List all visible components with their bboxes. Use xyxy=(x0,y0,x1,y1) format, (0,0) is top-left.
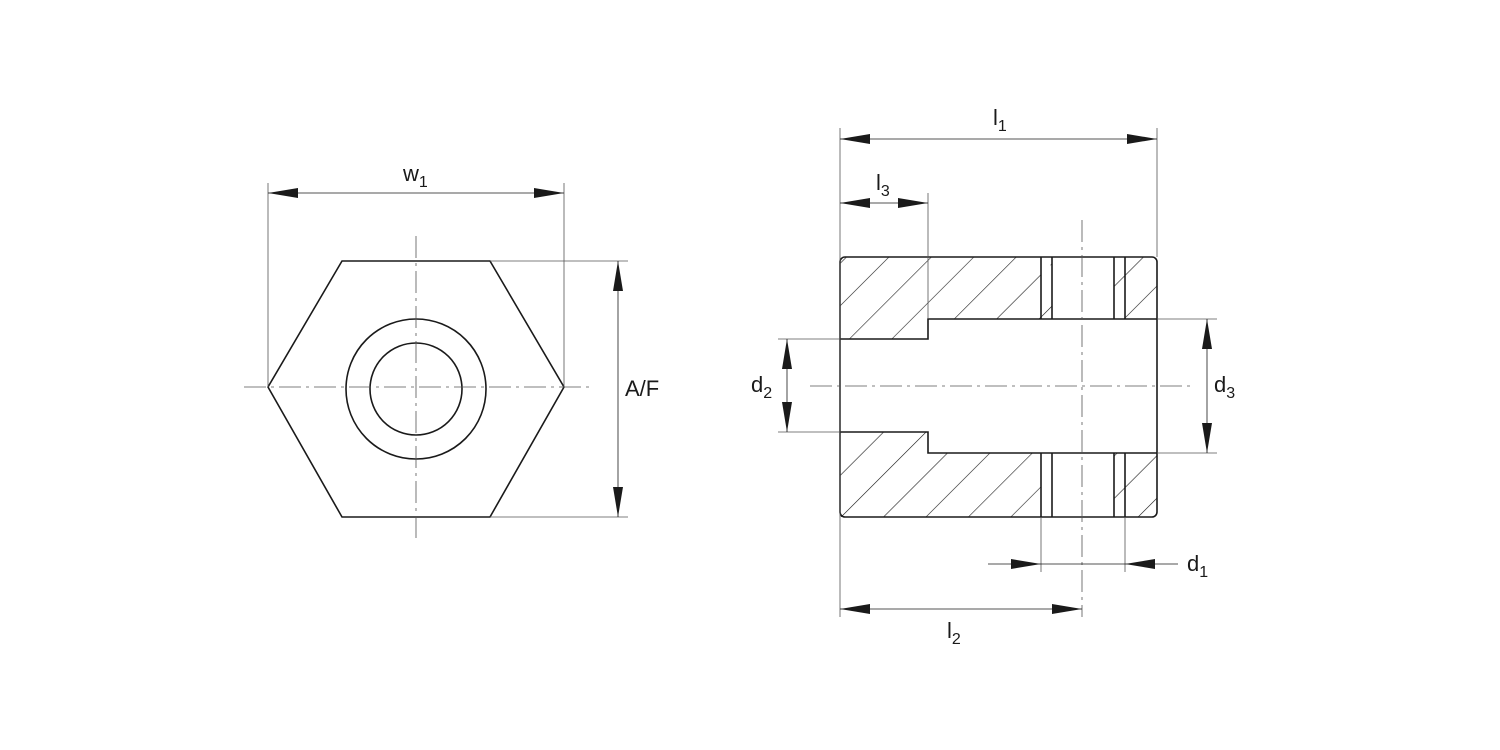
label-sub: 3 xyxy=(880,183,890,200)
label-l2: l2 xyxy=(947,620,961,648)
label-main: d xyxy=(751,372,764,397)
label-main: d xyxy=(1187,551,1200,576)
label-sub: 1 xyxy=(418,174,428,191)
label-main: w xyxy=(403,161,419,186)
label-main: l xyxy=(947,618,952,643)
dimension-af xyxy=(490,260,628,518)
label-w1: w1 xyxy=(403,163,428,191)
label-main: d xyxy=(1214,372,1227,397)
label-l3: l3 xyxy=(876,172,890,200)
label-sub: 2 xyxy=(763,385,773,402)
label-d1: d1 xyxy=(1187,553,1208,581)
hexagon-front-view xyxy=(244,236,590,542)
label-sub: 1 xyxy=(997,118,1007,135)
dimension-w1 xyxy=(267,183,565,387)
label-main: l xyxy=(993,105,998,130)
label-l1: l1 xyxy=(993,107,1007,135)
label-d3: d3 xyxy=(1214,374,1235,402)
label-d2: d2 xyxy=(751,374,772,402)
section-view xyxy=(810,220,1190,617)
label-af: A/F xyxy=(625,376,660,401)
label-sub: 2 xyxy=(951,631,961,648)
label-main: l xyxy=(876,170,881,195)
label-sub: 1 xyxy=(1199,564,1209,581)
label-sub: 3 xyxy=(1226,385,1236,402)
section-dimensions xyxy=(778,128,1217,617)
